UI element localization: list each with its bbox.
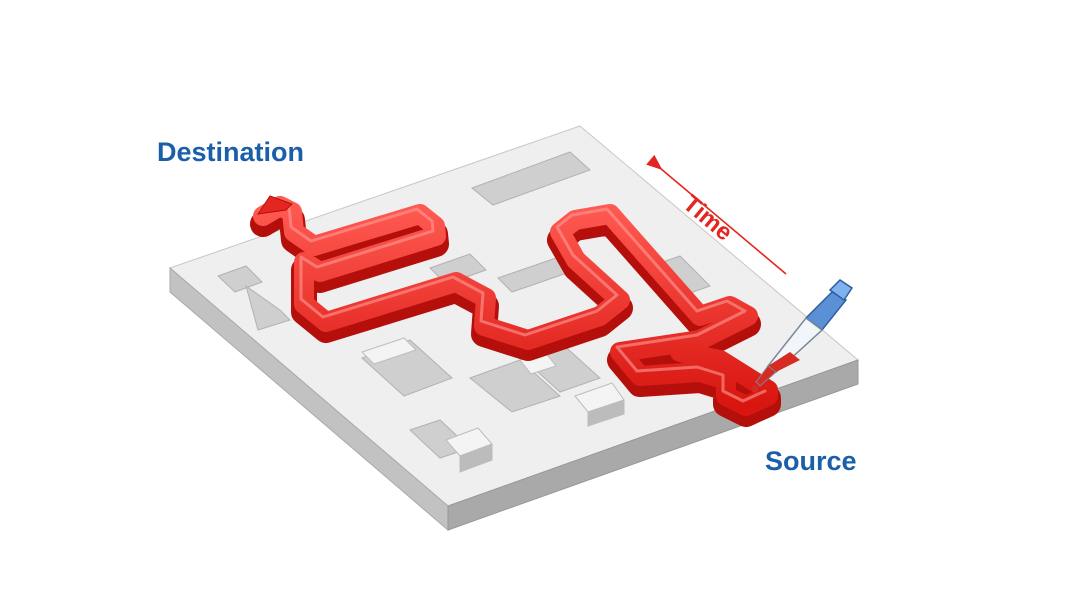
- path-body: [253, 196, 778, 416]
- path-highlight: [258, 199, 767, 403]
- arrow-up-icon: [256, 195, 293, 215]
- destination-label: Destination: [157, 137, 305, 167]
- maze-walls: [361, 337, 625, 473]
- pipette-icon: [752, 279, 854, 393]
- time-arrow: [646, 154, 787, 275]
- source-label: Source: [765, 446, 857, 476]
- solution-path: [250, 195, 781, 427]
